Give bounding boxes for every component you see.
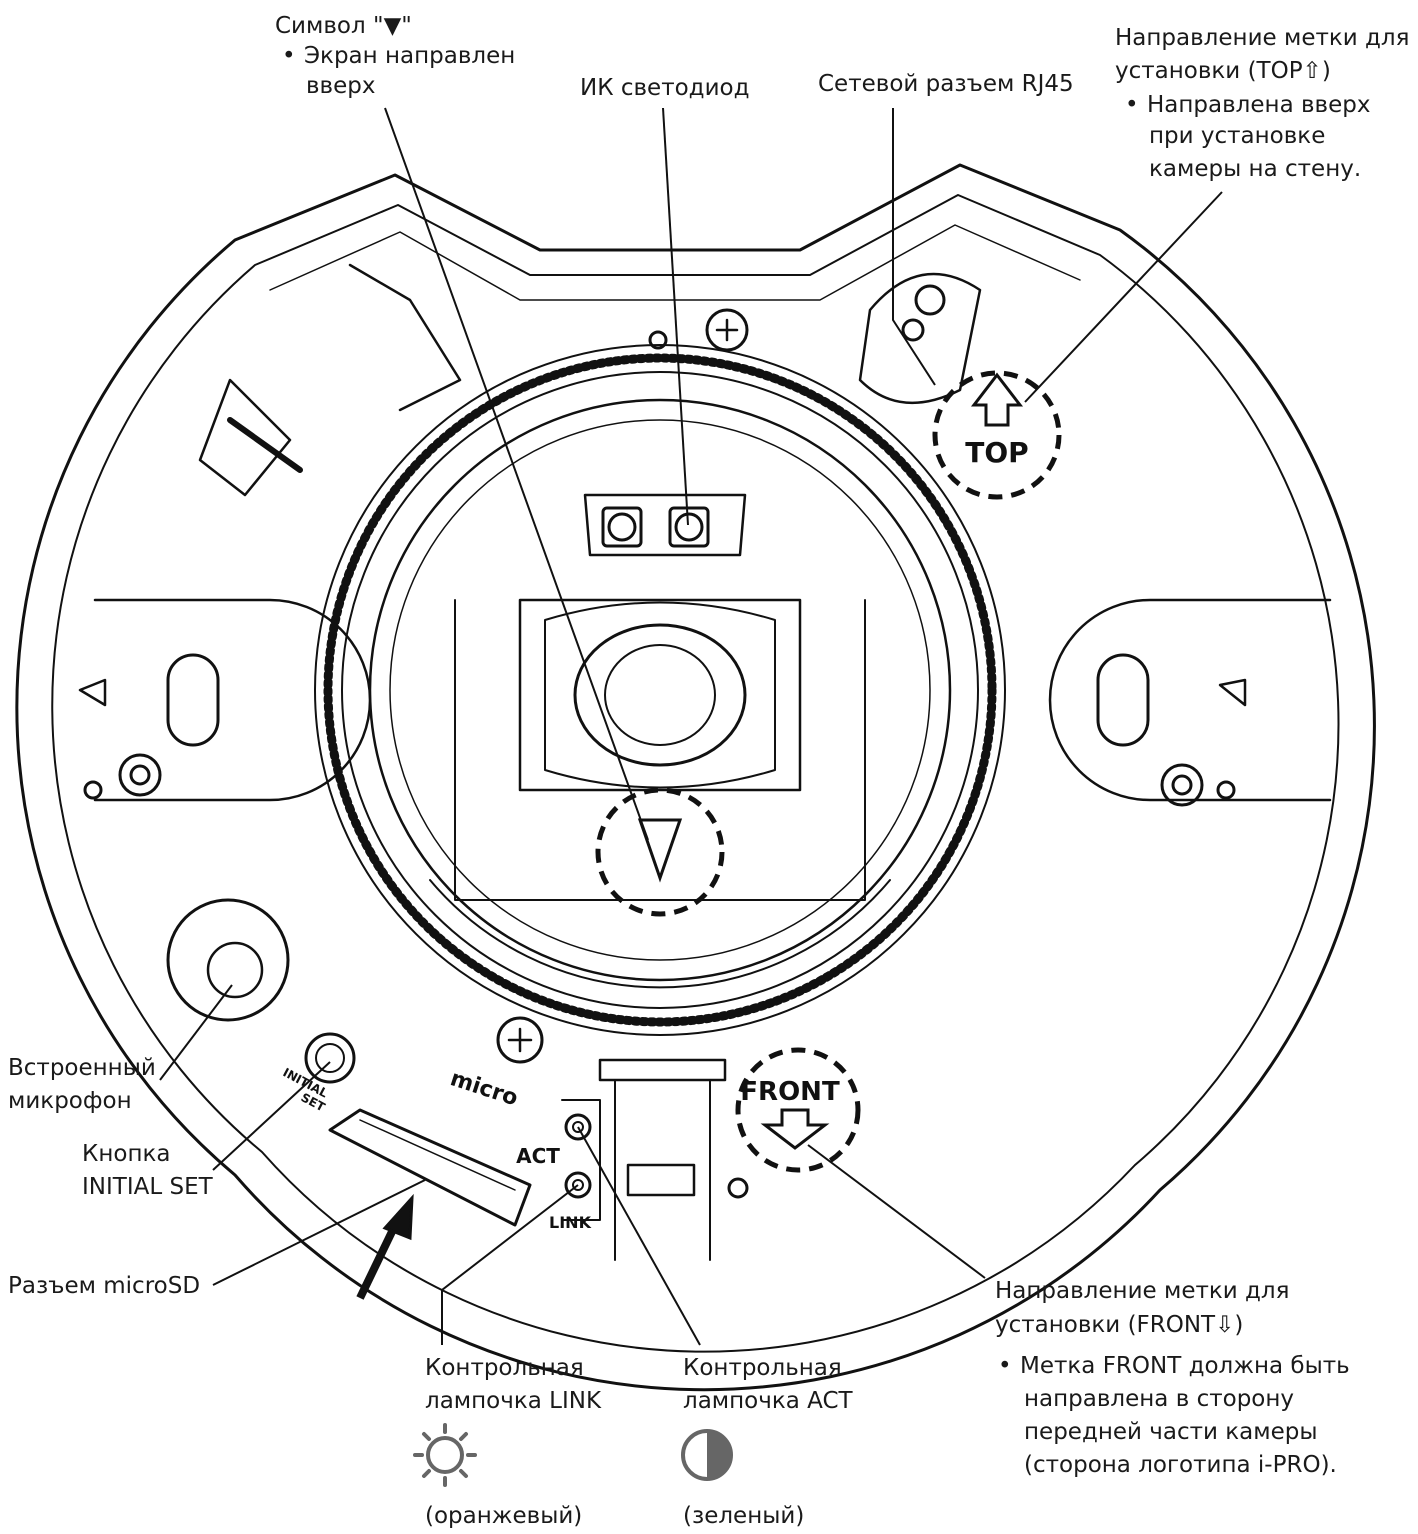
leader-ir-led bbox=[662, 107, 689, 526]
label-ir-led: ИК светодиод bbox=[580, 75, 750, 101]
leader-act bbox=[577, 1126, 701, 1346]
label-initset-2: INITIAL SET bbox=[82, 1174, 213, 1200]
front-mark-highlight bbox=[735, 1047, 861, 1173]
rj45-connector bbox=[858, 272, 982, 405]
lens-body bbox=[454, 599, 866, 901]
lens-ring-inner bbox=[389, 419, 931, 961]
leader-initset bbox=[212, 1061, 331, 1171]
leader-top bbox=[1024, 191, 1223, 403]
top-mark-highlight bbox=[932, 370, 1062, 500]
lens-arc bbox=[429, 879, 891, 989]
lens-inner bbox=[604, 644, 716, 746]
label-initset-1: Кнопка bbox=[82, 1141, 171, 1167]
label-symbol-note-2: вверх bbox=[306, 73, 376, 99]
link-mark-text: LINK bbox=[549, 1213, 592, 1232]
label-symbol-note-1: • Экран направлен bbox=[282, 40, 515, 73]
label-top-note-2: при установке bbox=[1149, 123, 1326, 149]
label-link-2: лампочка LINK bbox=[425, 1388, 602, 1414]
microsd-slot bbox=[328, 1108, 532, 1227]
act-mark-text: ACT bbox=[516, 1144, 560, 1168]
label-link-1: Контрольная bbox=[425, 1355, 584, 1381]
label-symbol: Символ "▼" bbox=[275, 13, 412, 39]
label-act-color: (зеленый) bbox=[683, 1503, 805, 1529]
leader-mic bbox=[159, 984, 233, 1081]
label-front-dir-2: установки (FRONT⇩) bbox=[995, 1312, 1244, 1338]
left-module bbox=[198, 378, 292, 497]
label-mic-1: Встроенный bbox=[8, 1055, 156, 1081]
label-rj45: Сетевой разъем RJ45 bbox=[818, 71, 1074, 97]
micro-logo-text: micro bbox=[447, 1066, 521, 1111]
lens-block bbox=[518, 598, 802, 792]
label-top-note-3: камеры на стену. bbox=[1149, 156, 1362, 182]
label-front-note-2: направлена в сторону bbox=[1024, 1386, 1295, 1412]
lens bbox=[573, 623, 747, 767]
microphone bbox=[166, 898, 290, 1022]
top-screw bbox=[705, 308, 749, 352]
bullet-text: Направлена вверх bbox=[1147, 92, 1371, 118]
link-led bbox=[564, 1171, 592, 1199]
half-circle-icon bbox=[681, 1429, 733, 1481]
label-top-dir-2: установки (TOP⇧) bbox=[1115, 58, 1331, 84]
leader-symbol bbox=[384, 107, 649, 841]
label-microsd: Разъем microSD bbox=[8, 1273, 201, 1299]
top-mark-text: TOP bbox=[965, 436, 1028, 469]
bullet: • bbox=[998, 1353, 1012, 1379]
leader-front bbox=[807, 1144, 986, 1279]
lens-window bbox=[544, 601, 776, 789]
leader-rj45 bbox=[892, 108, 936, 386]
front-mark-text: FRONT bbox=[740, 1077, 840, 1107]
bullet-text: Метка FRONT должна быть bbox=[1020, 1353, 1350, 1379]
ir-led-right bbox=[668, 506, 710, 548]
bullet-text: Экран направлен bbox=[304, 43, 516, 69]
label-act-2: лампочка ACT bbox=[683, 1388, 853, 1414]
label-act-1: Контрольная bbox=[683, 1355, 842, 1381]
label-link-color: (оранжевый) bbox=[425, 1503, 583, 1529]
label-top-note-1: • Направлена вверх bbox=[1125, 89, 1370, 122]
label-front-dir-1: Направление метки для bbox=[995, 1278, 1290, 1304]
label-front-note-4: (сторона логотипа i-PRO). bbox=[1024, 1452, 1337, 1478]
gear-ring-teeth bbox=[323, 353, 997, 1027]
leader-microsd bbox=[212, 1179, 426, 1286]
housing-inner-outline-2 bbox=[269, 224, 1081, 301]
gear-ring-inner bbox=[341, 371, 979, 1009]
housing-inner-outline bbox=[51, 194, 1340, 1353]
top-small-screw bbox=[648, 330, 668, 350]
label-front-note-3: передней части камеры bbox=[1024, 1419, 1318, 1445]
leader-link bbox=[441, 1184, 579, 1345]
front-arrow-icon bbox=[760, 1108, 830, 1150]
gear-ring bbox=[314, 344, 1006, 1036]
bullet: • bbox=[1125, 92, 1139, 118]
initial-set-button bbox=[304, 1032, 356, 1084]
bottom-connector bbox=[598, 1058, 727, 1082]
label-front-note-1: • Метка FRONT должна быть bbox=[998, 1350, 1350, 1383]
label-mic-2: микрофон bbox=[8, 1088, 132, 1114]
lens-ring bbox=[368, 398, 952, 982]
ir-led-bracket bbox=[583, 493, 747, 557]
screen-down-triangle-icon bbox=[637, 818, 683, 883]
act-led bbox=[564, 1113, 592, 1141]
bullet: • bbox=[282, 43, 296, 69]
screen-symbol-highlight bbox=[595, 787, 725, 917]
bottom-screw bbox=[496, 1016, 544, 1064]
ir-led-left bbox=[601, 506, 643, 548]
insert-arrow-icon bbox=[356, 1193, 414, 1300]
right-mount-lug bbox=[1048, 598, 1332, 807]
housing-outline bbox=[15, 163, 1376, 1392]
label-top-dir-1: Направление метки для bbox=[1115, 25, 1410, 51]
sun-blinking-icon bbox=[413, 1423, 477, 1487]
top-arrow-icon bbox=[970, 372, 1024, 427]
